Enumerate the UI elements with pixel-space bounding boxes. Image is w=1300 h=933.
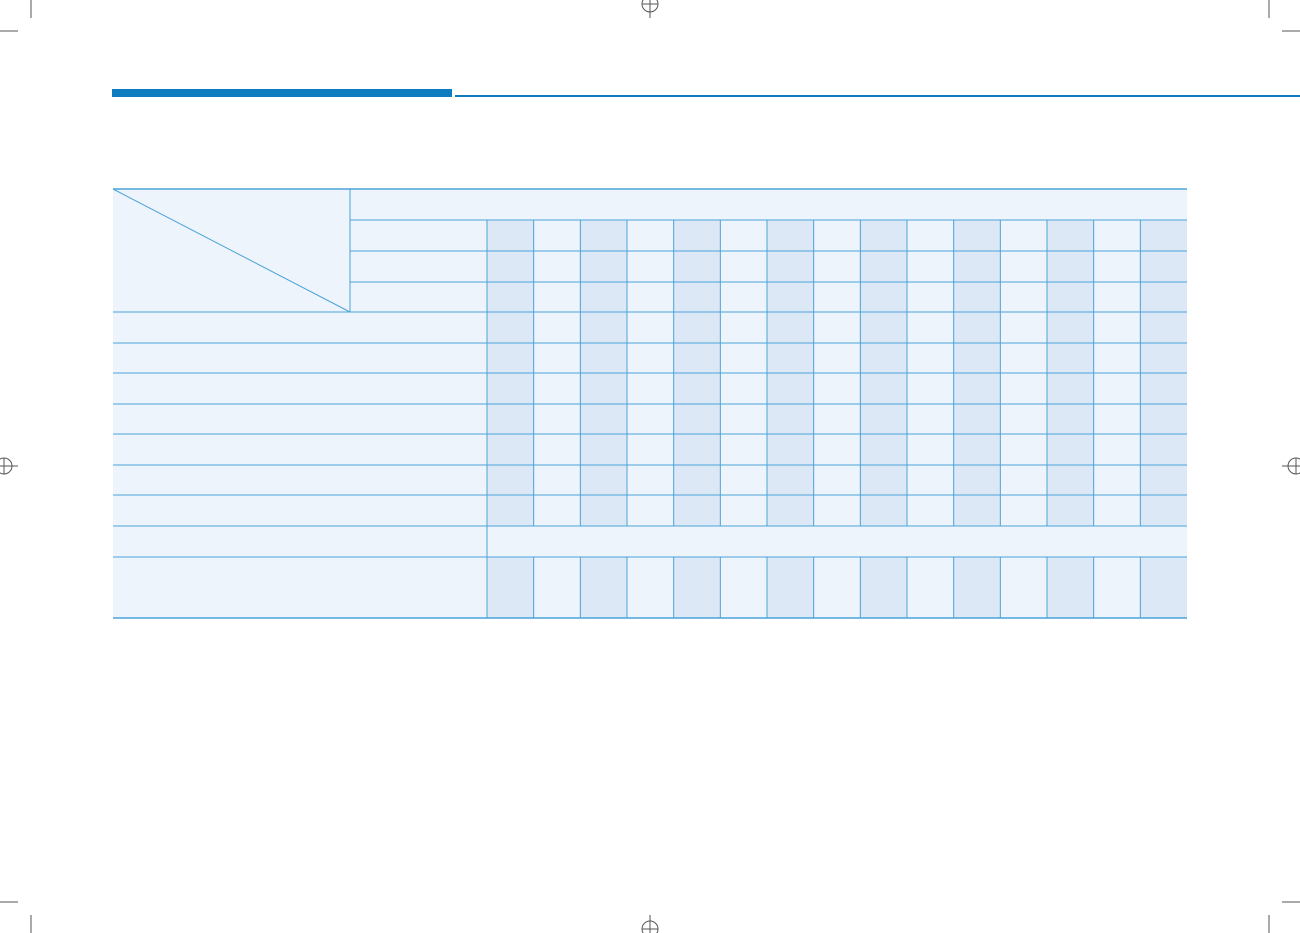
shaded-column-footer bbox=[1140, 557, 1187, 618]
shaded-column-footer bbox=[487, 557, 534, 618]
shaded-column-footer bbox=[767, 557, 814, 618]
shaded-column-footer bbox=[673, 557, 721, 618]
header-diagonal-line bbox=[112, 188, 351, 313]
section-heading-rule bbox=[455, 95, 1300, 97]
section-heading-bar bbox=[112, 89, 452, 97]
shaded-column-footer bbox=[580, 557, 627, 618]
shaded-column-footer bbox=[860, 557, 907, 618]
shaded-column-footer bbox=[953, 557, 1001, 618]
shaded-column-footer bbox=[1047, 557, 1094, 618]
